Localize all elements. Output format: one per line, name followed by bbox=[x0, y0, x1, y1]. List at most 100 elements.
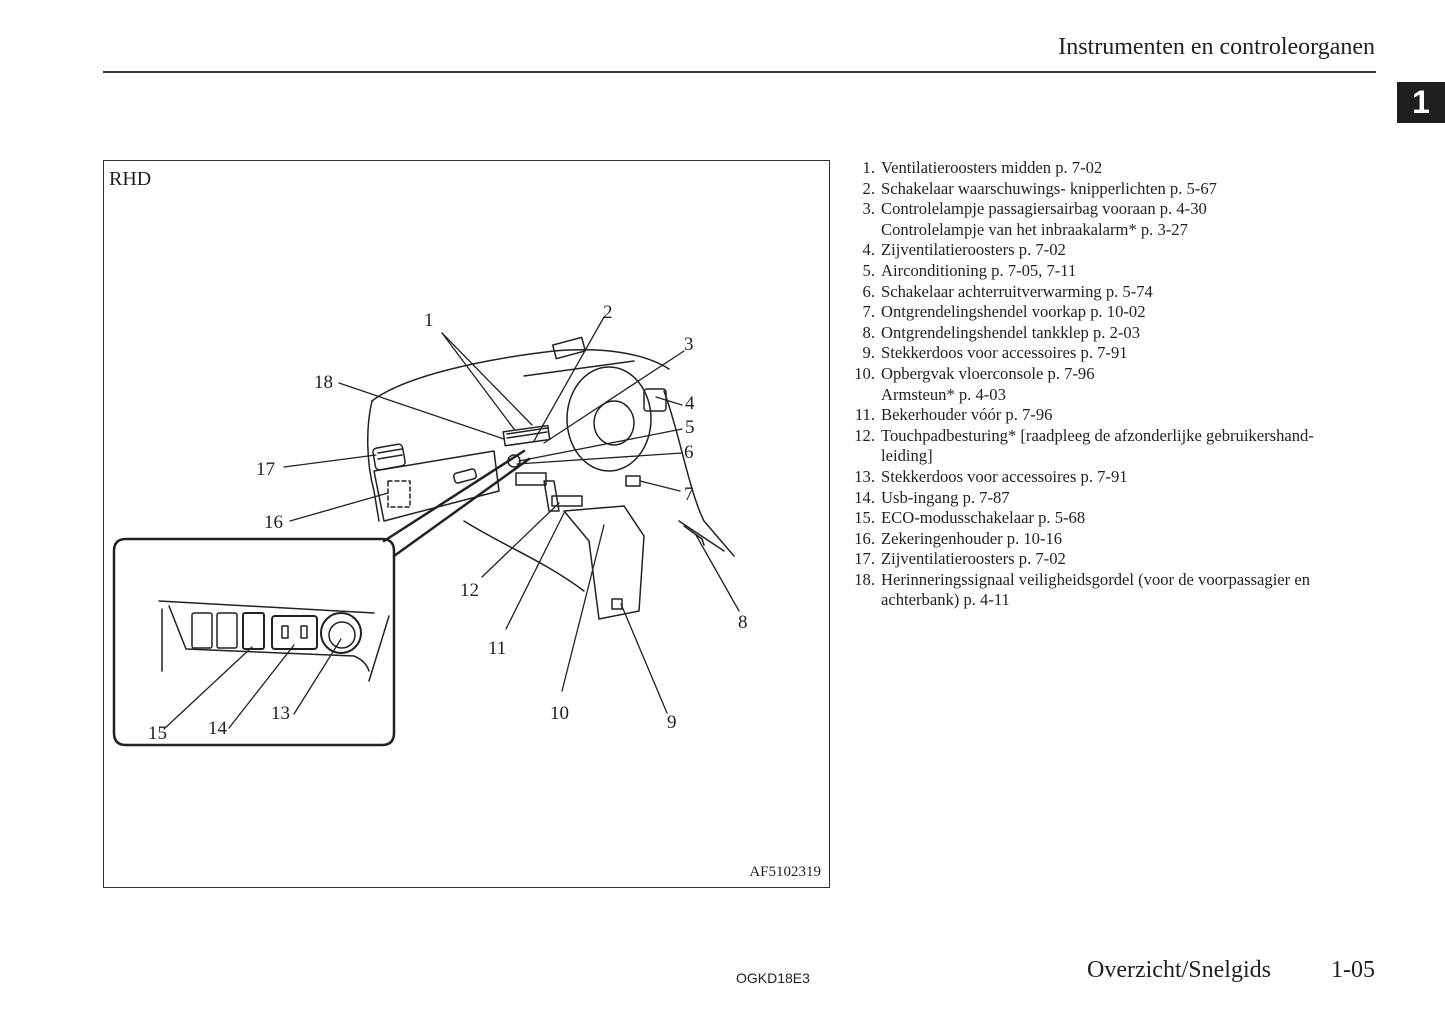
legend-item-text: Zijventilatieroosters p. 7-02 bbox=[881, 240, 1066, 260]
figure-code: AF5102319 bbox=[749, 864, 821, 880]
legend-item-text: Ventilatieroosters midden p. 7-02 bbox=[881, 158, 1103, 177]
switch-panel-small bbox=[515, 472, 547, 486]
legend-list: 1. Ventilatieroosters midden p. 7-02 2. Sch… bbox=[850, 158, 1370, 611]
legend-item-number: 4. bbox=[862, 240, 875, 260]
door-frame bbox=[663, 390, 735, 557]
callout-2: 2 bbox=[603, 302, 613, 323]
callout-9: 9 bbox=[667, 712, 677, 733]
accessory-socket-rear bbox=[611, 598, 623, 610]
legend-item-text: Schakelaar achterruitverwarming p. 5-74 bbox=[881, 281, 1153, 301]
glove-box-handle bbox=[453, 468, 477, 484]
eco-switch-blank-1 bbox=[191, 612, 213, 649]
legend-item-number: 6. bbox=[862, 281, 875, 301]
dashboard-figure: RHD bbox=[103, 160, 830, 888]
steering-hub bbox=[593, 400, 635, 446]
inset-frame bbox=[112, 537, 396, 747]
callout-4: 4 bbox=[685, 393, 695, 414]
legend-item-number: 8. bbox=[862, 322, 875, 342]
legend-item-text: Zijventilatieroosters p. 7-02 bbox=[881, 549, 1066, 569]
door-sill bbox=[678, 520, 725, 552]
callout-13: 13 bbox=[271, 703, 290, 724]
chapter-tab: 1 bbox=[1397, 82, 1445, 123]
accessory-socket-ring bbox=[320, 612, 362, 654]
legend-item: 5. Airconditioning p. 7-05, 7-11 bbox=[850, 261, 1370, 282]
callout-5: 5 bbox=[685, 417, 695, 438]
legend-item-number: 10. bbox=[854, 363, 875, 383]
legend-item-number: 13. bbox=[854, 466, 875, 486]
usb-port-a bbox=[281, 625, 289, 639]
legend-item-text: Herinneringssignaal veiligheidsgordel (v… bbox=[881, 569, 1311, 589]
legend-item: 3.Controlelampje passagiersairbag vooraa… bbox=[850, 199, 1370, 240]
legend-item-text: Airconditioning p. 7-05, 7-11 bbox=[881, 260, 1077, 280]
legend-item-number: 7. bbox=[862, 302, 875, 322]
dashboard-top-outline bbox=[371, 349, 670, 402]
legend-item-text: Touchpadbesturing* [raadpleeg de afzonde… bbox=[881, 425, 1314, 445]
callout-17: 17 bbox=[256, 459, 275, 480]
legend-item-number: 9. bbox=[862, 343, 875, 363]
legend-item-number: 18. bbox=[854, 569, 875, 589]
callout-11: 11 bbox=[488, 638, 507, 659]
legend-item: 11. Bekerhouder vóór p. 7-96 bbox=[850, 405, 1370, 426]
callout-18: 18 bbox=[314, 372, 333, 393]
legend-item: 8. Ontgrendelingshendel tankklep p. 2-03 bbox=[850, 323, 1370, 344]
mirror bbox=[551, 336, 587, 360]
header-divider bbox=[103, 71, 1376, 73]
fuel-lever bbox=[683, 525, 705, 546]
legend-item-number: 15. bbox=[854, 508, 875, 528]
legend-item: 15. ECO-modusschakelaar p. 5-68 bbox=[850, 508, 1370, 529]
legend-item-number: 1. bbox=[862, 158, 875, 177]
legend-item-text: Opbergvak vloerconsole p. 7-96 bbox=[881, 363, 1095, 383]
legend-item-text: Stekkerdoos voor accessoires p. 7-91 bbox=[881, 466, 1128, 486]
legend-item: 14. Usb-ingang p. 7-87 bbox=[850, 488, 1370, 509]
floor-console bbox=[563, 505, 645, 620]
legend-item-number: 14. bbox=[854, 487, 875, 507]
legend-item: 4. Zijventilatieroosters p. 7-02 bbox=[850, 240, 1370, 261]
callout-15: 15 bbox=[148, 723, 167, 744]
callout-3: 3 bbox=[684, 334, 694, 355]
usb-port-b bbox=[300, 625, 308, 639]
legend-item-text: Bekerhouder vóór p. 7-96 bbox=[881, 405, 1053, 425]
legend-item: 1. Ventilatieroosters midden p. 7-02 bbox=[850, 158, 1370, 179]
eco-mode-switch bbox=[242, 612, 265, 650]
legend-item-text: Ontgrendelingshendel voorkap p. 10-02 bbox=[881, 302, 1146, 322]
legend-item: 13. Stekkerdoos voor accessoires p. 7-91 bbox=[850, 467, 1370, 488]
legend-item-number: 12. bbox=[854, 425, 875, 445]
legend-item-number: 2. bbox=[862, 178, 875, 198]
dashboard-illustration bbox=[112, 316, 740, 747]
legend-item-number: 16. bbox=[854, 528, 875, 548]
callout-10: 10 bbox=[550, 703, 569, 724]
leader-lines bbox=[163, 316, 740, 730]
legend-item-number: 11. bbox=[854, 405, 875, 425]
glove-box bbox=[373, 450, 500, 522]
footer-code: OGKD18E3 bbox=[736, 970, 810, 986]
figure-tag: RHD bbox=[109, 168, 152, 190]
dashboard-left-edge bbox=[367, 400, 380, 522]
callout-8: 8 bbox=[738, 612, 748, 633]
steering-wheel bbox=[566, 366, 652, 472]
eco-switch-blank-2 bbox=[216, 612, 238, 649]
legend-item-subtext: leiding] bbox=[881, 446, 933, 466]
legend-item-text: Ontgrendelingshendel tankklep p. 2-03 bbox=[881, 322, 1140, 342]
legend-item-number: 5. bbox=[862, 260, 875, 280]
footer-section: Overzicht/Snelgids bbox=[1087, 957, 1271, 983]
legend-item: 9.Stekkerdoos voor accessoires p. 7-91 bbox=[850, 343, 1370, 364]
usb-port-frame bbox=[271, 615, 318, 650]
windshield-edge bbox=[523, 360, 635, 377]
legend-item: 12. Touchpadbesturing* [raadpleeg de afzo… bbox=[850, 426, 1370, 467]
accessory-socket bbox=[328, 621, 356, 649]
legend-item: 6. Schakelaar achterruitverwarming p. 5-7… bbox=[850, 282, 1370, 303]
legend-item: 18. Herinneringssignaal veiligheidsgordel… bbox=[850, 570, 1370, 611]
legend-item: 17.Zijventilatieroosters p. 7-02 bbox=[850, 549, 1370, 570]
gear-lever bbox=[543, 480, 560, 512]
legend-item-text: ECO-modusschakelaar p. 5-68 bbox=[881, 508, 1086, 528]
legend-item-text: Usb-ingang p. 7-87 bbox=[881, 487, 1010, 507]
callout-12: 12 bbox=[460, 580, 479, 601]
legend-item-subtext: achterbank) p. 4-11 bbox=[881, 590, 1010, 610]
legend-item-subtext: Controlelampje van het inbraakalarm* p. … bbox=[881, 219, 1188, 239]
legend-item-number: 3. bbox=[862, 199, 875, 219]
fuse-box bbox=[387, 480, 411, 508]
callout-14: 14 bbox=[208, 718, 227, 739]
callout-6: 6 bbox=[684, 442, 694, 463]
legend-item-text: Zekeringenhouder p. 10-16 bbox=[881, 528, 1063, 548]
